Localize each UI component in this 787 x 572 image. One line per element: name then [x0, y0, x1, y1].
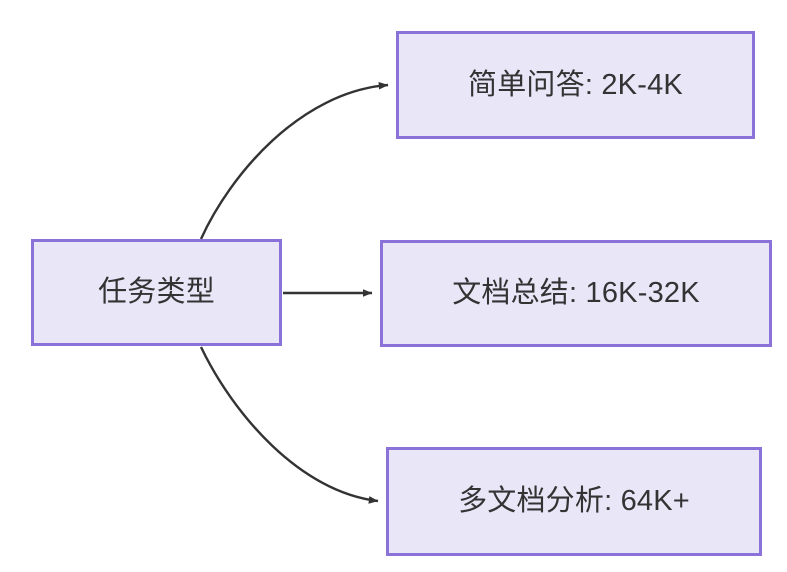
node-doc-summary[interactable]: 文档总结: 16K-32K: [380, 240, 772, 347]
node-multi-doc-label: 多文档分析: 64K+: [458, 485, 690, 518]
node-task-type-label: 任务类型: [98, 276, 215, 309]
node-simple-qa-label: 简单问答: 2K-4K: [468, 68, 683, 101]
node-doc-summary-label: 文档总结: 16K-32K: [452, 277, 700, 310]
node-multi-doc[interactable]: 多文档分析: 64K+: [386, 447, 762, 556]
node-task-type[interactable]: 任务类型: [31, 239, 282, 346]
node-simple-qa[interactable]: 简单问答: 2K-4K: [396, 31, 755, 139]
edge-root-to-multi-doc: [199, 346, 379, 504]
edge-root-to-simple-qa: [199, 81, 389, 240]
